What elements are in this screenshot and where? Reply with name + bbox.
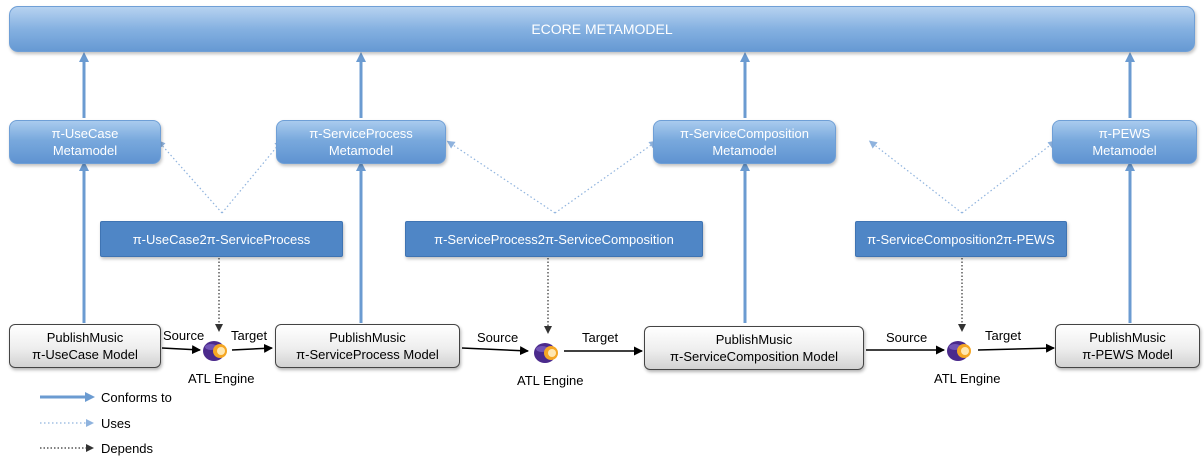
model-box-pews: PublishMusic π-PEWS Model: [1055, 324, 1200, 368]
model-line2: π-ServiceComposition Model: [670, 349, 838, 364]
uses-line: [446, 140, 556, 214]
metamodel-box-servicecomposition: π-ServiceComposition Metamodel: [653, 120, 836, 164]
source-label: Source: [477, 330, 519, 345]
metamodel-line2: Metamodel: [52, 143, 118, 158]
atl-engine-icon: [534, 343, 558, 363]
target-arrow: [231, 343, 273, 353]
legend-depends-label: Depends: [101, 441, 154, 456]
atl-engine-icon: [947, 341, 971, 361]
model-box-serviceprocess: PublishMusic π-ServiceProcess Model: [275, 324, 460, 368]
metamodel-line2: Metamodel: [712, 143, 777, 158]
legend-uses-label: Uses: [101, 416, 131, 431]
transformation-label: π-UseCase2π-ServiceProcess: [132, 231, 311, 247]
transformation-usecase2serviceprocess: π-UseCase2π-ServiceProcess: [100, 221, 343, 257]
source-label: Source: [163, 328, 205, 343]
atl-engine-icon: [203, 341, 227, 361]
transformation-serviceprocess2servicecomposition: π-ServiceProcess2π-ServiceComposition: [405, 221, 703, 257]
model-box-servicecomposition: PublishMusic π-ServiceComposition Model: [644, 326, 864, 370]
uses-line: [961, 140, 1057, 214]
uses-line: [868, 140, 963, 214]
legend-conforms-label: Conforms to: [101, 390, 172, 405]
metamodel-box-serviceprocess: π-ServiceProcess Metamodel: [276, 120, 446, 164]
model-line1: PublishMusic: [46, 330, 124, 345]
model-line2: π-PEWS Model: [1082, 347, 1173, 362]
transformation-label: π-ServiceComposition2π-PEWS: [867, 231, 1055, 247]
uses-line: [554, 140, 658, 214]
ecore-metamodel-box: ECORE METAMODEL: [9, 6, 1195, 52]
uses-line: [221, 139, 283, 214]
model-box-usecase: PublishMusic π-UseCase Model: [9, 324, 161, 368]
metamodel-line1: π-ServiceComposition: [680, 126, 809, 141]
atl-engine-label: ATL Engine: [934, 371, 1001, 386]
atl-engine-label: ATL Engine: [188, 371, 255, 386]
source-arrow: [161, 345, 201, 355]
target-label: Target: [582, 330, 619, 345]
model-line1: PublishMusic: [329, 330, 406, 345]
model-line1: PublishMusic: [1089, 330, 1166, 345]
uses-line: [157, 140, 223, 214]
metamodel-line2: Metamodel: [328, 143, 394, 158]
target-label: Target: [985, 328, 1022, 343]
transformation-servicecomposition2pews: π-ServiceComposition2π-PEWS: [855, 221, 1067, 257]
transformation-label: π-ServiceProcess2π-ServiceComposition: [434, 231, 674, 247]
metamodel-line1: π-ServiceProcess: [309, 126, 413, 141]
atl-engine-label: ATL Engine: [517, 373, 584, 388]
model-line1: PublishMusic: [715, 332, 793, 347]
metamodel-box-pews: π-PEWS Metamodel: [1052, 120, 1197, 164]
source-label: Source: [886, 330, 928, 345]
metamodel-line2: Metamodel: [1092, 143, 1157, 158]
model-line2: π-ServiceProcess Model: [296, 347, 439, 362]
ecore-metamodel-label: ECORE METAMODEL: [531, 20, 673, 37]
target-arrow: [977, 343, 1055, 353]
model-line2: π-UseCase Model: [32, 347, 138, 362]
target-label: Target: [231, 328, 268, 343]
metamodel-box-usecase: π-UseCase Metamodel: [9, 120, 161, 164]
metamodel-line1: π-UseCase: [51, 126, 119, 141]
metamodel-line1: π-PEWS: [1098, 126, 1151, 141]
source-arrow: [461, 346, 529, 356]
